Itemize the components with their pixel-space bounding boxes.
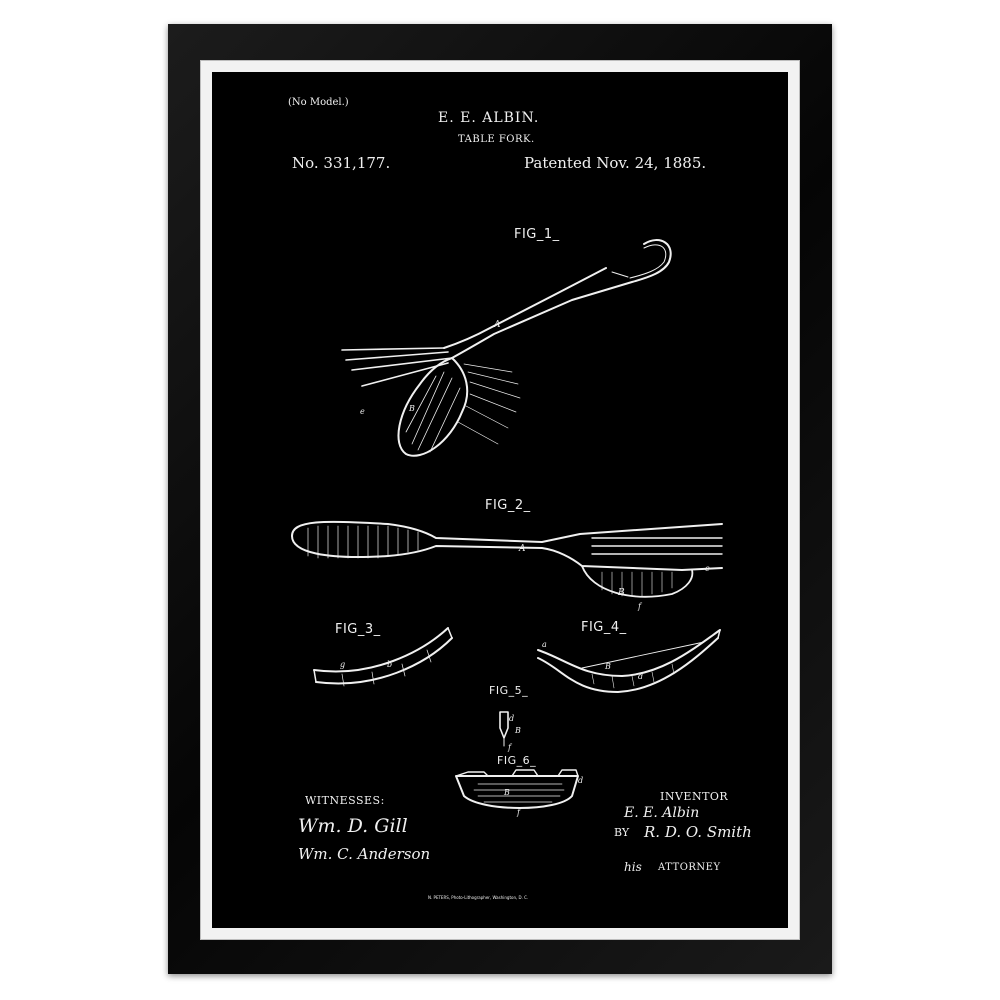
ref-letter-f-fig6: f bbox=[517, 808, 520, 817]
fig-1-fork-drawing bbox=[341, 239, 672, 457]
witness-signature-1: Wm. D. Gill bbox=[298, 815, 408, 837]
fig-1-label: FIG_1_ bbox=[514, 227, 560, 242]
ref-letter-g-fig3: g bbox=[340, 660, 346, 669]
ref-letter-B-fig6: B bbox=[504, 788, 510, 797]
fig-5-label: FIG_5_ bbox=[489, 684, 529, 697]
model-note: (No Model.) bbox=[288, 97, 349, 108]
attorney-label: ATTORNEY bbox=[658, 862, 721, 873]
attorney-signature: R. D. O. Smith bbox=[644, 823, 752, 841]
ref-letter-f-fig5: f bbox=[508, 743, 511, 752]
fig-4-section-drawing bbox=[537, 629, 721, 693]
ref-letter-a-fig4: a bbox=[542, 640, 547, 649]
fig-6-section-drawing bbox=[455, 769, 579, 809]
fig-3-label: FIG_3_ bbox=[335, 622, 381, 637]
ref-letter-b-fig3: b bbox=[387, 660, 393, 669]
witnesses-heading: WITNESSES: bbox=[305, 794, 385, 807]
ref-letter-d-fig4: d bbox=[638, 672, 644, 681]
fig-2-label: FIG_2_ bbox=[485, 498, 531, 513]
inventor-heading: INVENTOR bbox=[660, 790, 729, 803]
patent-title: TABLE FORK. bbox=[458, 134, 535, 145]
patent-date: Patented Nov. 24, 1885. bbox=[524, 154, 707, 172]
fig-4-label: FIG_4_ bbox=[581, 620, 627, 635]
patent-print: (No Model.) E. E. ALBIN. TABLE FORK. No.… bbox=[212, 72, 788, 928]
inventor-signature: E. E. Albin bbox=[624, 805, 700, 821]
ref-letter-B-fig5: B bbox=[515, 726, 521, 735]
ref-letter-A-fig2: A bbox=[519, 544, 526, 554]
inventor-name: E. E. ALBIN. bbox=[438, 110, 540, 126]
ref-letter-e-fig1: e bbox=[360, 407, 365, 416]
fig-6-label: FIG_6_ bbox=[497, 754, 537, 767]
ref-letter-d-fig6: d bbox=[578, 776, 584, 785]
ref-letter-B-fig4: B bbox=[605, 662, 611, 671]
ref-letter-B-fig1: B bbox=[409, 404, 415, 413]
fig-2-fork-drawing bbox=[291, 520, 723, 598]
witness-signature-2: Wm. C. Anderson bbox=[298, 845, 431, 863]
lithographer-credit: N. PETERS, Photo-Lithographer, Washingto… bbox=[428, 895, 529, 900]
fig-5-section-drawing bbox=[499, 711, 509, 747]
ref-letter-B-fig2: B bbox=[618, 588, 625, 598]
his-label: his bbox=[624, 860, 642, 874]
ref-letter-f-fig2: f bbox=[638, 602, 641, 611]
patent-drawings bbox=[291, 239, 723, 809]
ref-letter-d-fig5: d bbox=[509, 714, 515, 723]
by-label: BY bbox=[614, 826, 630, 839]
fig-3-section-drawing bbox=[313, 627, 453, 687]
patent-number: No. 331,177. bbox=[292, 154, 391, 172]
